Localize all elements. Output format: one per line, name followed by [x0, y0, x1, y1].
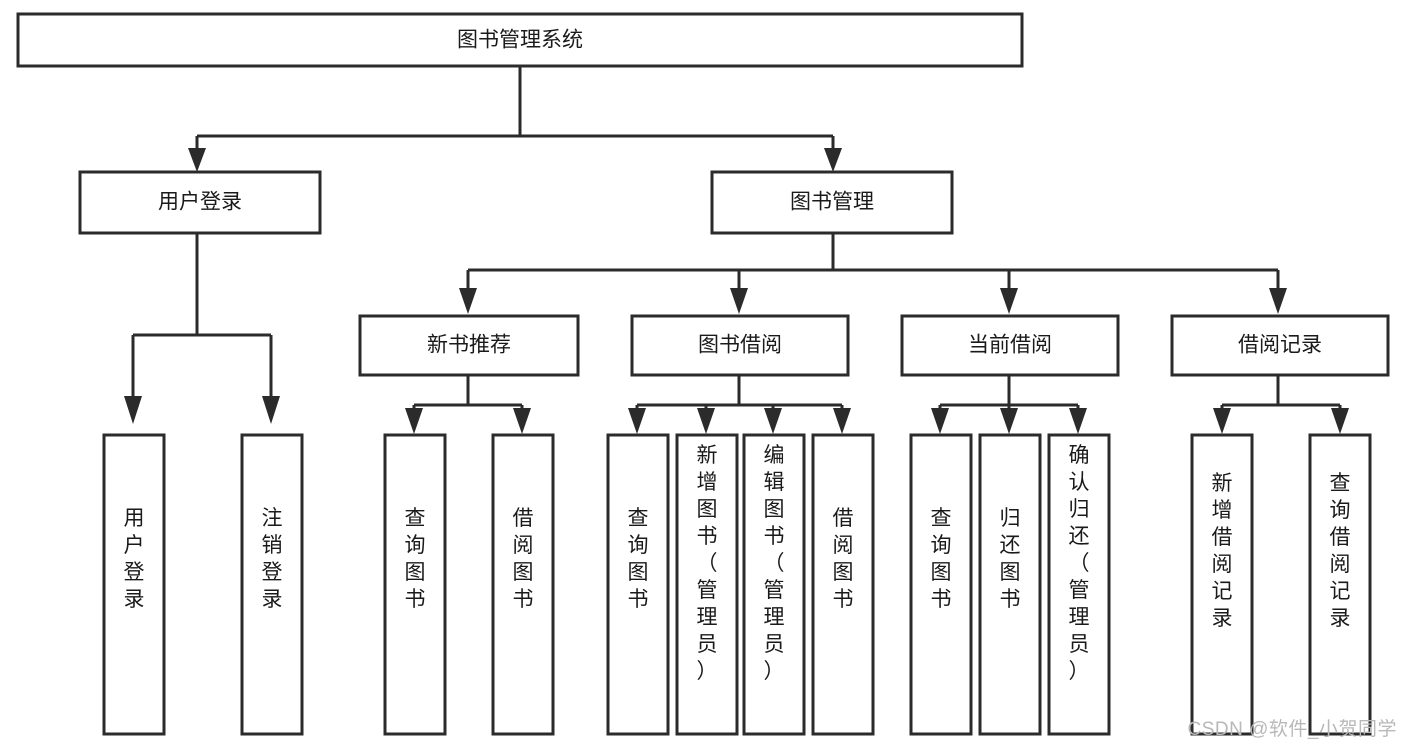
- node-leaf-add-book-label: 新增图书（管理员）: [697, 444, 718, 683]
- node-leaf-query-book-1[interactable]: 查询图书: [383, 433, 447, 736]
- node-book-manage[interactable]: 图书管理: [710, 170, 954, 235]
- node-leaf-return-book[interactable]: 归还图书: [978, 433, 1042, 736]
- node-leaf-return-book-label: 归还图书: [1000, 507, 1021, 611]
- node-current-borrow-label: 当前借阅: [968, 334, 1052, 357]
- node-leaf-borrow-book-1[interactable]: 借阅图书: [491, 433, 555, 736]
- node-leaf-edit-book-label: 编辑图书（管理员）: [764, 444, 785, 683]
- node-borrow-record-box[interactable]: [1170, 314, 1390, 377]
- node-leaf-user-login-label: 用户登录: [124, 507, 145, 611]
- node-root[interactable]: 图书管理系统: [16, 12, 1024, 68]
- node-leaf-add-book-box[interactable]: [675, 433, 739, 736]
- node-leaf-user-logout-box[interactable]: [240, 433, 304, 736]
- node-book-borrow-box[interactable]: [630, 314, 850, 377]
- node-leaf-borrow-book-1-label: 借阅图书: [513, 507, 534, 611]
- node-leaf-borrow-book-2[interactable]: 借阅图书: [811, 433, 875, 736]
- node-leaf-edit-book-box[interactable]: [742, 433, 806, 736]
- node-leaf-return-book-box[interactable]: [978, 433, 1042, 736]
- node-leaf-query-book-2[interactable]: 查询图书: [606, 433, 670, 736]
- node-user-login-label: 用户登录: [158, 191, 242, 214]
- node-leaf-query-book-2-box[interactable]: [606, 433, 670, 736]
- connector-currentborrow-to-leaves: [931, 375, 1087, 434]
- node-leaf-query-book-1-box[interactable]: [383, 433, 447, 736]
- node-leaf-edit-book[interactable]: 编辑图书（管理员）: [742, 433, 806, 736]
- node-new-book-recommend-box[interactable]: [358, 314, 580, 377]
- node-current-borrow[interactable]: 当前借阅: [900, 314, 1120, 377]
- node-leaf-confirm-return[interactable]: 确认归还（管理员）: [1047, 433, 1111, 736]
- connector-newbook-to-leaves: [405, 375, 531, 434]
- node-leaf-query-book-3-label: 查询图书: [931, 507, 952, 611]
- node-leaf-user-logout-label: 注销登录: [262, 507, 283, 611]
- node-root-label: 图书管理系统: [457, 29, 583, 52]
- connector-borrowrecord-to-leaves: [1213, 375, 1349, 434]
- node-leaf-user-login[interactable]: 用户登录: [102, 433, 166, 736]
- node-current-borrow-box[interactable]: [900, 314, 1120, 377]
- connector-root-to-level1: [188, 66, 842, 172]
- node-new-book-recommend-label: 新书推荐: [427, 334, 511, 357]
- node-book-borrow[interactable]: 图书借阅: [630, 314, 850, 377]
- node-borrow-record-label: 借阅记录: [1238, 334, 1322, 357]
- node-user-login[interactable]: 用户登录: [78, 170, 322, 235]
- node-leaf-borrow-book-2-label: 借阅图书: [833, 507, 854, 611]
- node-leaf-query-record-label: 查询借阅记录: [1330, 472, 1351, 630]
- node-leaf-add-book[interactable]: 新增图书（管理员）: [675, 433, 739, 736]
- node-leaf-add-record-label: 新增借阅记录: [1212, 472, 1233, 630]
- node-book-manage-box[interactable]: [710, 170, 954, 235]
- node-leaf-query-book-1-label: 查询图书: [405, 507, 426, 611]
- node-leaf-query-book-2-label: 查询图书: [628, 507, 649, 611]
- node-leaf-add-record[interactable]: 新增借阅记录: [1190, 433, 1254, 736]
- node-borrow-record[interactable]: 借阅记录: [1170, 314, 1390, 377]
- node-leaf-query-book-3-box[interactable]: [909, 433, 973, 736]
- connector-userlogin-to-leaves: [124, 233, 280, 424]
- node-user-login-box[interactable]: [78, 170, 322, 235]
- node-leaf-user-logout[interactable]: 注销登录: [240, 433, 304, 736]
- node-leaf-confirm-return-label: 确认归还（管理员）: [1069, 444, 1090, 683]
- node-leaf-add-record-box[interactable]: [1190, 433, 1254, 736]
- node-book-manage-label: 图书管理: [790, 191, 874, 214]
- connector-bookmanage-to-level2: [459, 233, 1287, 314]
- node-new-book-recommend[interactable]: 新书推荐: [358, 314, 580, 377]
- node-leaf-query-record[interactable]: 查询借阅记录: [1308, 433, 1372, 736]
- node-leaf-query-record-box[interactable]: [1308, 433, 1372, 736]
- node-leaf-borrow-book-1-box[interactable]: [491, 433, 555, 736]
- node-leaf-borrow-book-2-box[interactable]: [811, 433, 875, 736]
- node-leaf-confirm-return-box[interactable]: [1047, 433, 1111, 736]
- node-leaf-user-login-box[interactable]: [102, 433, 166, 736]
- node-root-box[interactable]: [16, 12, 1024, 68]
- connector-bookborrow-to-leaves: [628, 375, 851, 434]
- node-leaf-query-book-3[interactable]: 查询图书: [909, 433, 973, 736]
- node-book-borrow-label: 图书借阅: [698, 334, 782, 357]
